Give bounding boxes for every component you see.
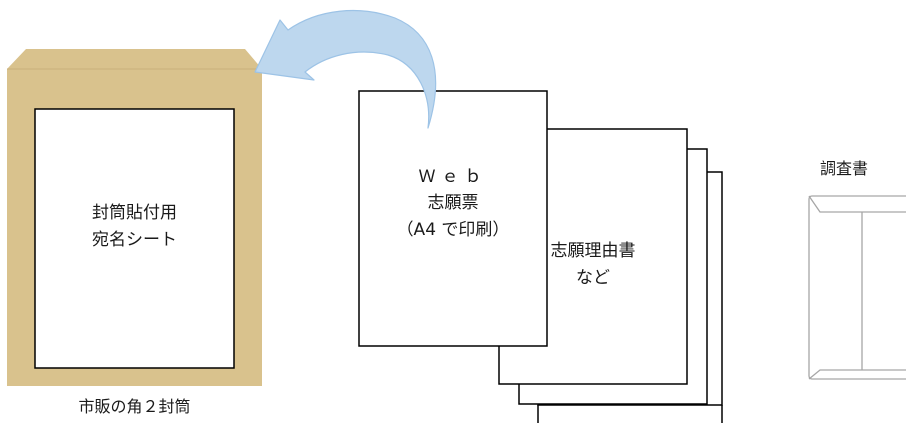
reason-doc-label-line2: など	[576, 268, 610, 289]
doc-web-form-sheet	[358, 90, 548, 347]
web-form-label-line2: 志願票	[427, 193, 479, 214]
address-sheet	[34, 108, 235, 369]
address-sheet-label-line2: 宛名シート	[92, 230, 177, 251]
web-form-label-line1: Ｗｅｂ	[418, 167, 488, 187]
web-form-label: Ｗｅｂ 志願票 （A4 で印刷）	[359, 164, 547, 243]
web-form-label-line3: （A4 で印刷）	[396, 219, 510, 240]
envelope-caption: 市販の角２封筒	[78, 397, 191, 416]
survey-envelope-bottom-flap	[808, 369, 906, 380]
reason-doc-label: 志願理由書 など	[499, 238, 687, 292]
reason-doc-label-line1: 志願理由書	[550, 241, 636, 261]
survey-envelope	[808, 195, 906, 380]
address-sheet-label: 封筒貼付用 宛名シート	[35, 200, 234, 254]
address-sheet-label-line1: 封筒貼付用	[92, 203, 177, 223]
survey-envelope-top-flap	[808, 195, 906, 213]
curved-arrow-icon	[254, 9, 437, 129]
survey-label: 調査書	[819, 159, 868, 178]
